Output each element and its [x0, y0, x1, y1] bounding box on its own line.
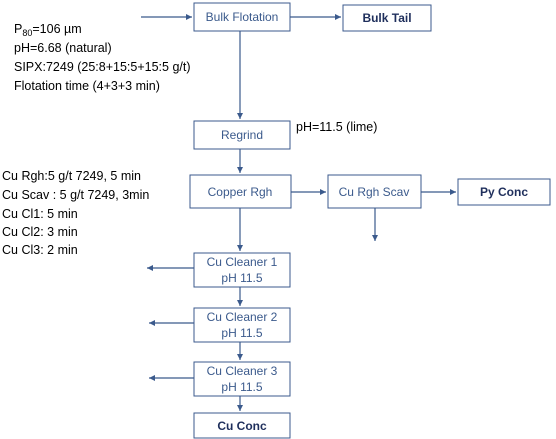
box-bulk-tail: Bulk Tail: [342, 4, 432, 32]
box-cu-cleaner-2: Cu Cleaner 2 pH 11.5: [193, 307, 291, 343]
note-cu-cl3: Cu Cl3: 2 min: [2, 243, 78, 257]
box-cu-cleaner-3-title: Cu Cleaner 3: [207, 364, 278, 378]
box-cu-conc: Cu Conc: [193, 412, 291, 439]
box-py-conc: Py Conc: [457, 178, 551, 206]
note-cu-scav: Cu Scav : 5 g/t 7249, 3min: [2, 188, 149, 202]
box-cu-cleaner-1-ph: pH 11.5: [221, 271, 262, 285]
note-sipx: SIPX:7249 (25:8+15:5+15:5 g/t): [14, 60, 191, 74]
box-cu-rgh-scav-label: Cu Rgh Scav: [339, 185, 410, 199]
note-p80: P80=106 µm: [14, 22, 82, 38]
box-cu-cleaner-3-ph: pH 11.5: [221, 380, 262, 394]
box-cu-cleaner-2-title: Cu Cleaner 2: [207, 310, 278, 324]
note-cu-cl1: Cu Cl1: 5 min: [2, 207, 78, 221]
box-cu-rgh-scav: Cu Rgh Scav: [327, 174, 422, 209]
box-cu-conc-label: Cu Conc: [217, 419, 267, 433]
box-bulk-flotation: Bulk Flotation: [193, 2, 291, 32]
box-cu-cleaner-1: Cu Cleaner 1 pH 11.5: [193, 252, 291, 288]
note-regrind-ph: pH=11.5 (lime): [296, 120, 377, 134]
box-cu-cleaner-1-title: Cu Cleaner 1: [207, 255, 278, 269]
note-flotation-time: Flotation time (4+3+3 min): [14, 79, 160, 93]
note-cu-cl2: Cu Cl2: 3 min: [2, 225, 78, 239]
box-py-conc-label: Py Conc: [480, 185, 528, 199]
note-cu-rgh: Cu Rgh:5 g/t 7249, 5 min: [2, 169, 141, 183]
box-bulk-flotation-label: Bulk Flotation: [206, 10, 279, 24]
box-copper-rgh-label: Copper Rgh: [208, 185, 273, 199]
box-cu-cleaner-2-ph: pH 11.5: [221, 326, 262, 340]
box-regrind: Regrind: [193, 120, 291, 150]
box-copper-rgh: Copper Rgh: [189, 174, 292, 209]
box-bulk-tail-label: Bulk Tail: [362, 11, 411, 25]
box-cu-cleaner-3: Cu Cleaner 3 pH 11.5: [193, 361, 291, 397]
box-regrind-label: Regrind: [221, 128, 263, 142]
note-ph: pH=6.68 (natural): [14, 41, 112, 55]
